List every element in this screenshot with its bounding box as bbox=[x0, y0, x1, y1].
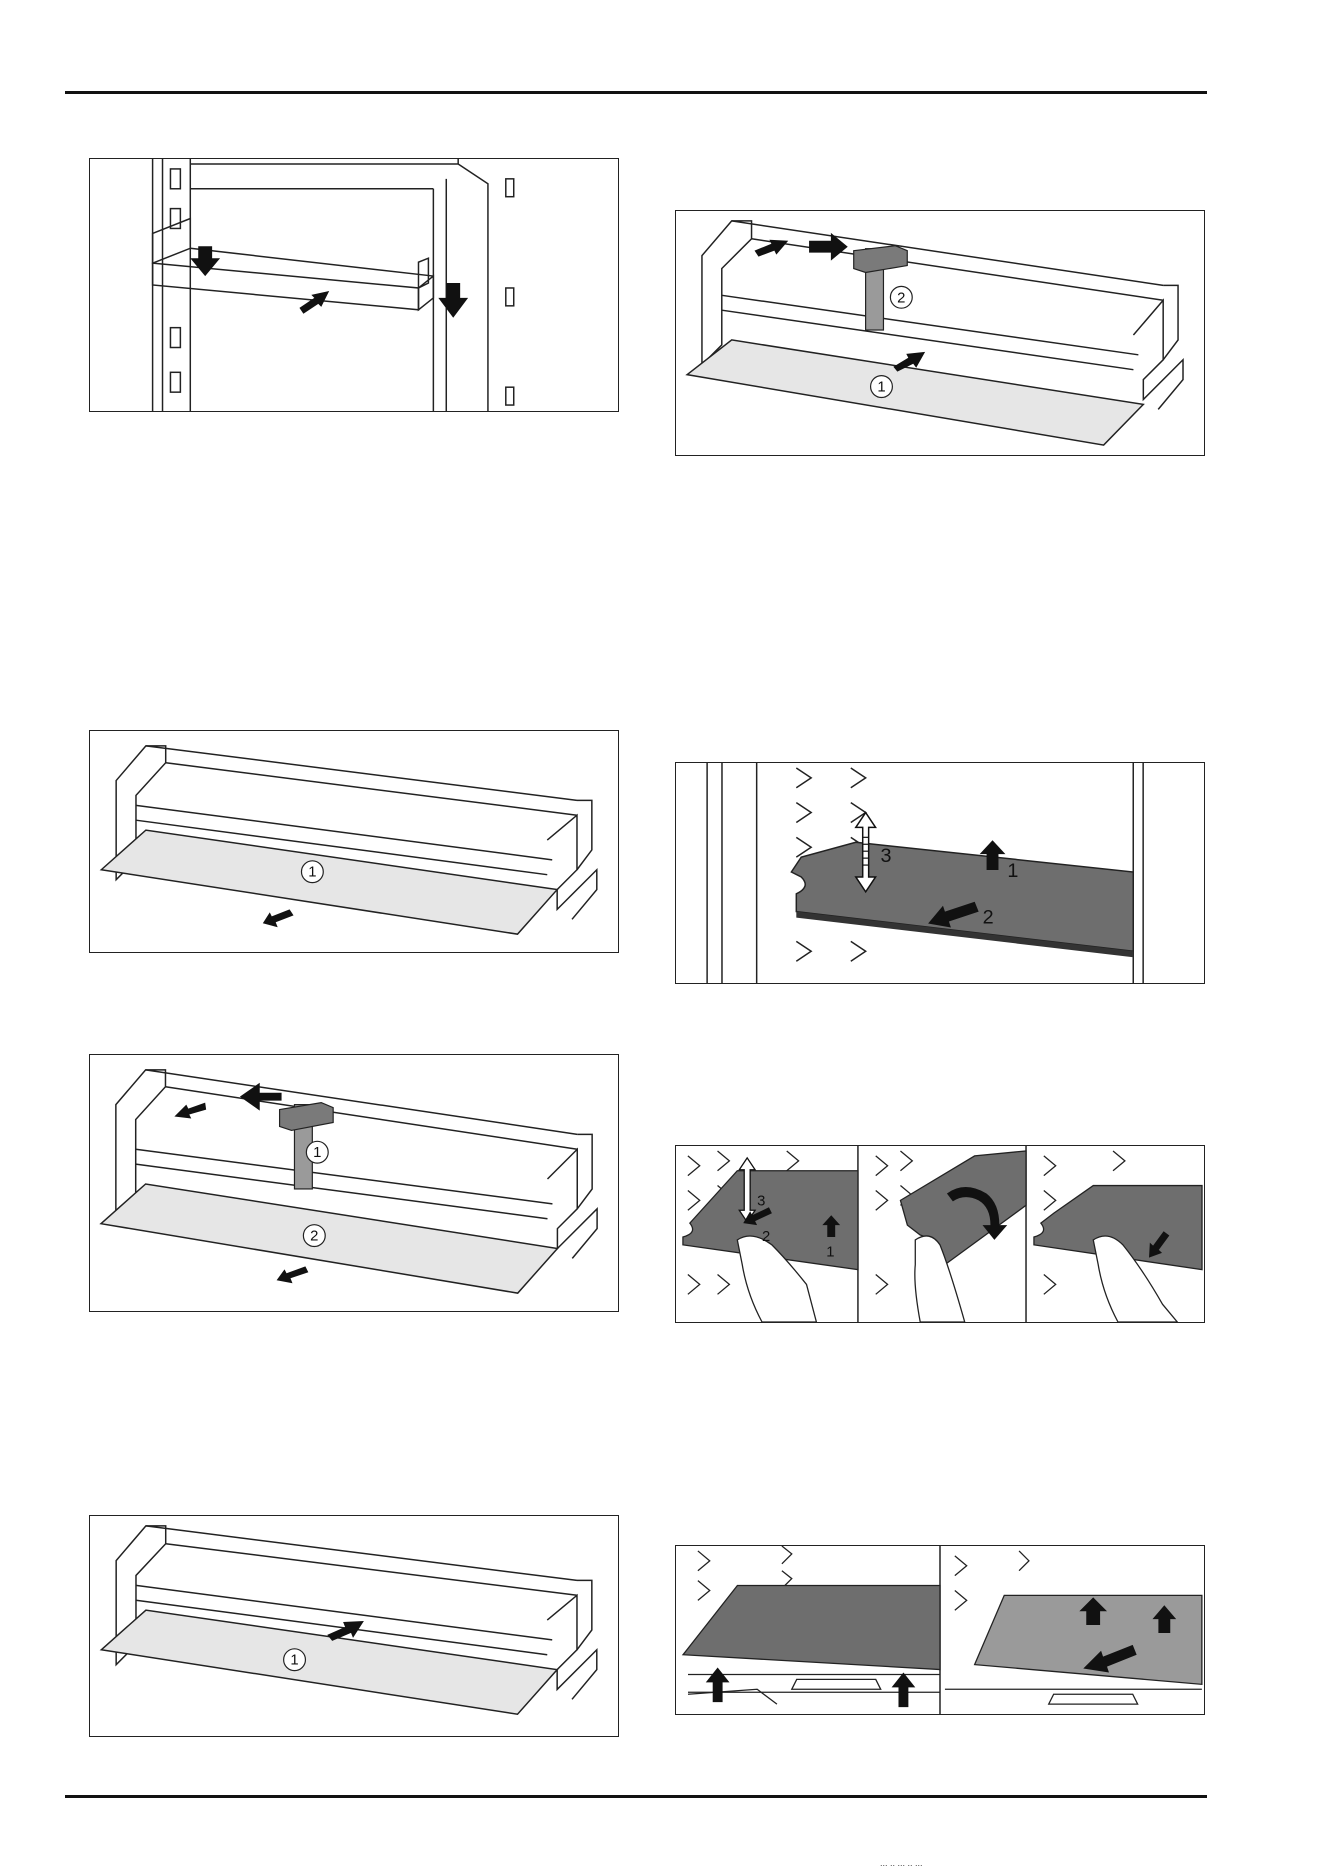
shelf-remove-by-hand-illustration: 3 2 1 bbox=[676, 1146, 1204, 1322]
shelf-pull-out-illustration: 1 bbox=[90, 731, 618, 952]
shelf-push-in-illustration: 1 bbox=[90, 1516, 618, 1736]
figure-glass-shelf-remove: 3 1 2 bbox=[675, 762, 1205, 984]
svg-text:1: 1 bbox=[313, 1145, 321, 1161]
svg-text:1: 1 bbox=[308, 865, 316, 881]
shelf-insert-two-step-illustration bbox=[676, 1546, 1204, 1714]
svg-text:1: 1 bbox=[877, 380, 885, 396]
callout-2: 2 bbox=[303, 1225, 325, 1247]
arrow-icon bbox=[755, 240, 789, 257]
bottom-rule bbox=[65, 1795, 1207, 1798]
footer-text: ... .. ... .. ... bbox=[880, 1858, 923, 1868]
figure-slider-remove: 1 2 bbox=[89, 1054, 619, 1312]
svg-text:1: 1 bbox=[290, 1653, 298, 1669]
step-label-2: 2 bbox=[983, 907, 994, 929]
arrow-icon bbox=[174, 1103, 206, 1119]
figure-frame-insert bbox=[89, 158, 619, 412]
figure-shelf-insert-two-step bbox=[675, 1545, 1205, 1715]
callout-2: 2 bbox=[890, 286, 912, 308]
arrow-back-icon bbox=[299, 291, 329, 314]
callout-1: 1 bbox=[871, 376, 893, 398]
arrow-down-icon bbox=[438, 283, 468, 318]
slider-remove-illustration: 1 2 bbox=[90, 1055, 618, 1311]
callout-1: 1 bbox=[301, 861, 323, 883]
svg-text:2: 2 bbox=[310, 1229, 318, 1245]
arrow-forward-icon bbox=[263, 909, 294, 927]
figure-shelf-push-in: 1 bbox=[89, 1515, 619, 1737]
svg-text:2: 2 bbox=[897, 290, 905, 306]
figure-shelf-pull-out: 1 bbox=[89, 730, 619, 953]
arrow-back-icon bbox=[327, 1621, 364, 1641]
figure-shelf-remove-by-hand: 3 2 1 bbox=[675, 1145, 1205, 1323]
step-label-3: 3 bbox=[757, 1193, 765, 1209]
glass-shelf-remove-illustration: 3 1 2 bbox=[676, 763, 1204, 983]
step-label-1: 1 bbox=[826, 1245, 834, 1261]
step-label-1: 1 bbox=[1007, 860, 1018, 882]
arrow-up-icon bbox=[706, 1668, 730, 1703]
step-label-2: 2 bbox=[762, 1229, 770, 1245]
frame-insert-illustration bbox=[90, 159, 618, 411]
top-rule bbox=[65, 91, 1207, 94]
callout-1: 1 bbox=[306, 1141, 328, 1163]
callout-1: 1 bbox=[284, 1649, 306, 1671]
arrow-up-icon bbox=[892, 1672, 916, 1707]
slider-slide-in-illustration: 2 1 bbox=[676, 211, 1204, 455]
step-label-3: 3 bbox=[881, 845, 892, 867]
arrow-forward-icon bbox=[277, 1266, 309, 1283]
figure-slider-slide-in: 2 1 bbox=[675, 210, 1205, 456]
